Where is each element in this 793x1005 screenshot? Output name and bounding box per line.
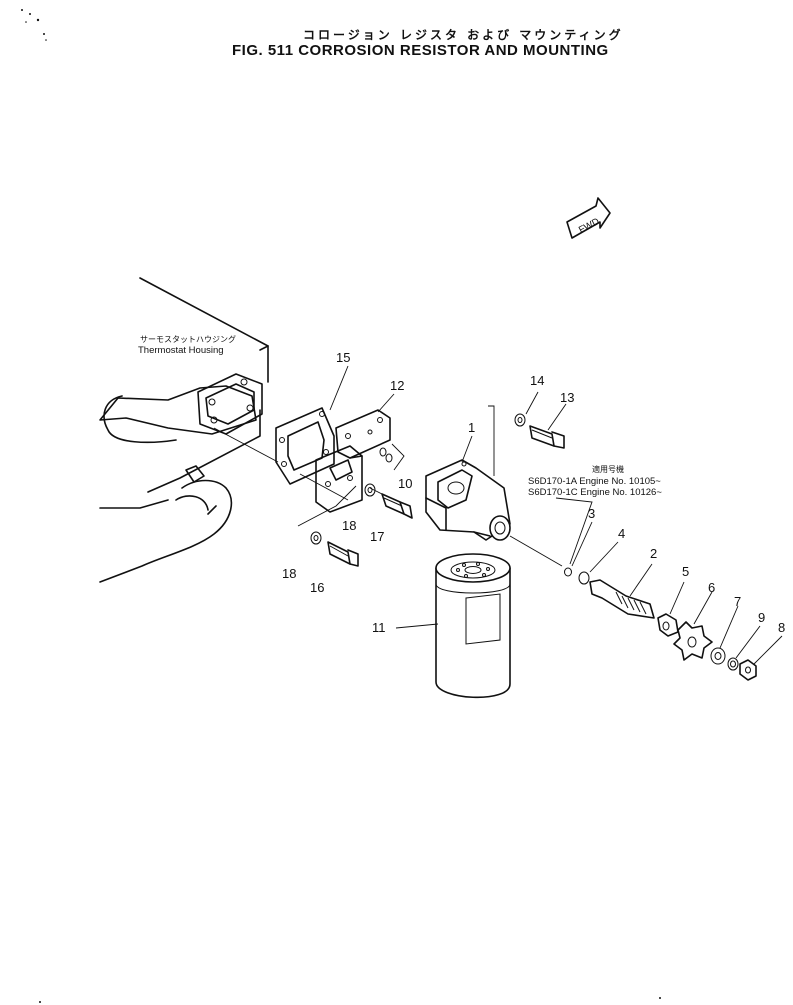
bolt-13	[529, 425, 565, 449]
callout-6: 6	[708, 580, 715, 595]
serial-note-line-2: S6D170-1C Engine No. 10126~	[528, 487, 662, 498]
thermostat-housing-label: Thermostat Housing	[138, 345, 224, 356]
nut-5	[657, 613, 679, 637]
fwd-arrow-icon: FWD	[566, 197, 611, 239]
serial-note-jp: 適用号機	[592, 464, 624, 474]
callout-14: 14	[530, 373, 544, 388]
callout-1: 1	[468, 420, 475, 435]
callout-7: 7	[734, 594, 741, 609]
bolt-16	[327, 541, 359, 567]
bracket-12	[315, 409, 391, 513]
washer-18-upper	[364, 483, 376, 497]
thermostat-housing-flange	[197, 373, 263, 435]
filter-cartridge-11	[435, 553, 511, 699]
callout-9: 9	[758, 610, 765, 625]
nut-8	[739, 659, 757, 681]
callout-10: 10	[398, 476, 412, 491]
resistor-head-1	[425, 459, 511, 541]
title-japanese: コロージョン レジスタ および マウンティング	[303, 28, 624, 42]
scan-specks	[21, 9, 47, 41]
star-knob-6	[673, 621, 713, 661]
callout-11: 11	[372, 620, 386, 635]
callout-18-lower: 18	[282, 566, 296, 581]
callout-13: 13	[560, 390, 574, 405]
callout-18-upper: 18	[342, 518, 356, 533]
callout-12: 12	[390, 378, 404, 393]
gasket-15	[275, 407, 335, 485]
thermostat-housing-label-jp: サーモスタットハウジング	[140, 334, 236, 344]
callout-8: 8	[778, 620, 785, 635]
callout-17: 17	[370, 529, 384, 544]
fwd-label: FWD	[577, 216, 601, 236]
callout-5: 5	[682, 564, 689, 579]
callout-15: 15	[336, 350, 350, 365]
callout-2: 2	[650, 546, 657, 561]
callout-3: 3	[588, 506, 595, 521]
engine-block	[99, 277, 269, 583]
callout-16: 16	[310, 580, 324, 595]
washer-7	[710, 647, 726, 665]
callout-4: 4	[618, 526, 625, 541]
o-ring-3	[564, 567, 572, 577]
serial-note-line-1: S6D170-1A Engine No. 10105~	[528, 476, 661, 487]
o-rings-10	[379, 443, 405, 471]
bolt-17	[381, 493, 413, 519]
o-ring-4	[578, 571, 590, 585]
washer-14	[514, 413, 526, 427]
washer-18-lower	[310, 531, 322, 545]
element-2	[589, 579, 655, 619]
title-english: FIG. 511 CORROSION RESISTOR AND MOUNTING	[232, 42, 609, 59]
lock-washer-9	[727, 657, 739, 671]
